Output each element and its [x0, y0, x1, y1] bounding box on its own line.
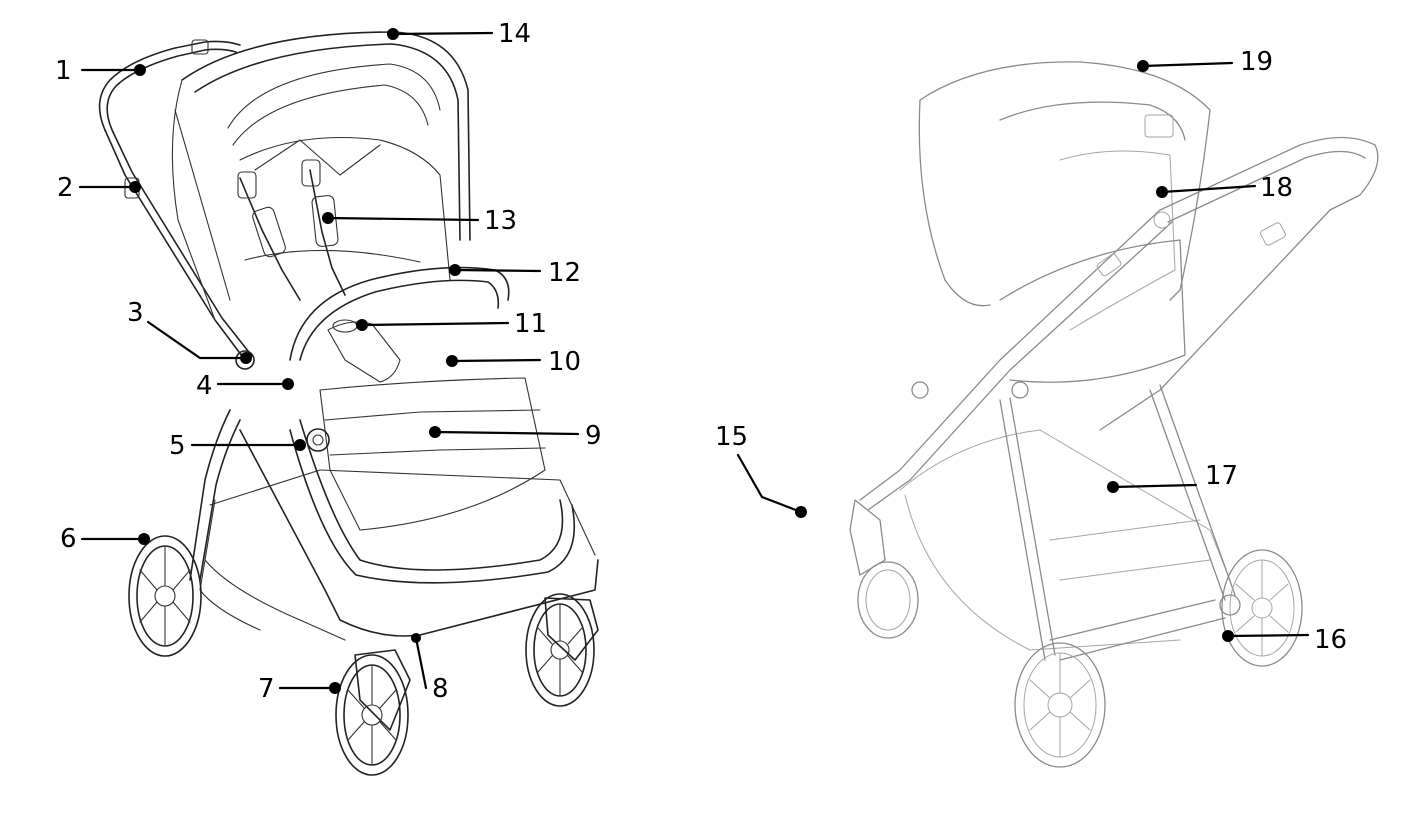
callout-11: 11 — [514, 309, 547, 339]
callout-17: 17 — [1205, 461, 1238, 491]
callout-10: 10 — [548, 347, 581, 377]
callout-3: 3 — [127, 298, 144, 328]
callout-8: 8 — [432, 674, 449, 704]
callout-6: 6 — [60, 524, 77, 554]
callout-15: 15 — [715, 422, 748, 452]
callout-4: 4 — [196, 371, 213, 401]
callout-9: 9 — [585, 421, 602, 451]
callout-1: 1 — [55, 56, 72, 86]
stroller-front-view — [98, 31, 599, 776]
callout-16: 16 — [1314, 625, 1347, 655]
callout-5: 5 — [169, 431, 186, 461]
callout-7: 7 — [258, 674, 275, 704]
callout-13: 13 — [484, 206, 517, 236]
callout-18: 18 — [1260, 173, 1293, 203]
callout-numbers: 1 2 3 4 5 6 7 8 9 10 11 12 13 14 15 16 1… — [55, 19, 1347, 704]
callout-2: 2 — [57, 173, 74, 203]
callout-leaders — [78, 28, 1310, 694]
stroller-rear-view — [849, 61, 1379, 768]
callout-14: 14 — [498, 19, 531, 49]
callout-12: 12 — [548, 258, 581, 288]
callout-19: 19 — [1240, 47, 1273, 77]
